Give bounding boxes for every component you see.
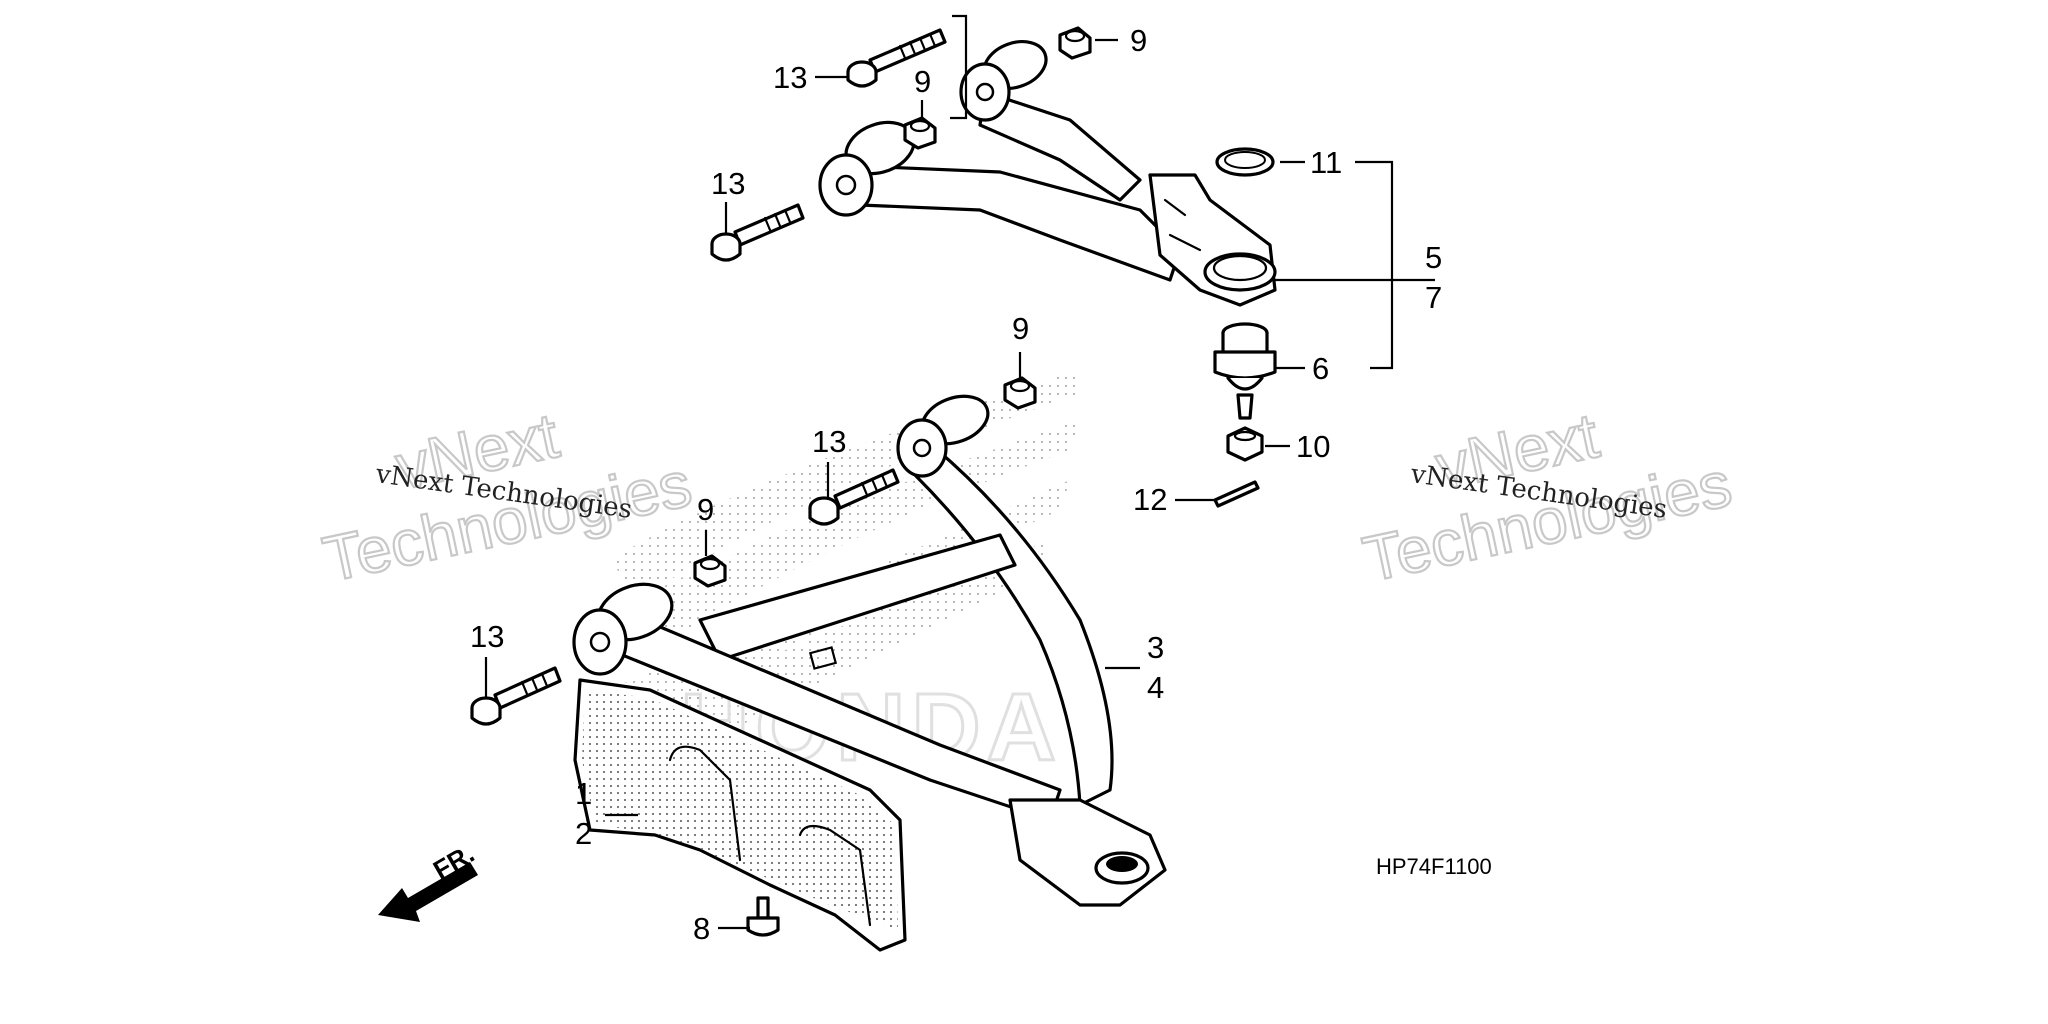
diagram-code: HP74F1100 <box>1376 854 1492 879</box>
circlip-11 <box>1215 147 1275 177</box>
callout-13-lower-mid: 13 <box>812 424 846 459</box>
bolt-13-upper-left <box>710 203 805 262</box>
callout-9-top-mid: 9 <box>914 64 931 99</box>
bolt-8 <box>746 896 780 937</box>
callout-1: 1 <box>575 776 592 811</box>
bolt-13-lower-mid <box>808 468 900 526</box>
callout-9-lower-right: 9 <box>1012 311 1029 346</box>
callout-13-upper-left: 13 <box>711 166 745 201</box>
callout-3: 3 <box>1147 630 1164 665</box>
callout-8: 8 <box>693 911 710 946</box>
front-direction-arrow: FR. <box>378 838 479 922</box>
nut-10 <box>1226 426 1264 462</box>
bolt-13-lower-left <box>470 666 562 726</box>
callout-11: 11 <box>1310 145 1342 180</box>
nut-9-lower-right <box>1003 376 1037 410</box>
nut-9-top-right <box>1058 26 1092 60</box>
callout-13-top: 13 <box>773 60 807 95</box>
skid-guard <box>573 678 907 952</box>
callout-6: 6 <box>1312 351 1329 386</box>
callout-7: 7 <box>1425 280 1442 315</box>
callout-9-top-right: 9 <box>1130 23 1147 58</box>
callout-13-lower-left: 13 <box>470 619 504 654</box>
callout-10: 10 <box>1296 429 1330 464</box>
callout-12: 12 <box>1133 482 1167 517</box>
nut-9-top-mid <box>903 116 937 150</box>
lower-arm <box>572 394 1167 907</box>
callout-5: 5 <box>1425 240 1442 275</box>
callout-2: 2 <box>575 816 592 851</box>
ball-joint-6 <box>1213 322 1277 420</box>
leader-lines <box>484 14 1435 930</box>
bolt-13-top <box>846 28 947 88</box>
upper-arm <box>818 40 1277 307</box>
cotter-pin-12 <box>1213 480 1260 508</box>
nut-9-lower-left <box>693 554 727 588</box>
callout-9-lower-left: 9 <box>697 492 714 527</box>
callout-4: 4 <box>1147 670 1164 705</box>
